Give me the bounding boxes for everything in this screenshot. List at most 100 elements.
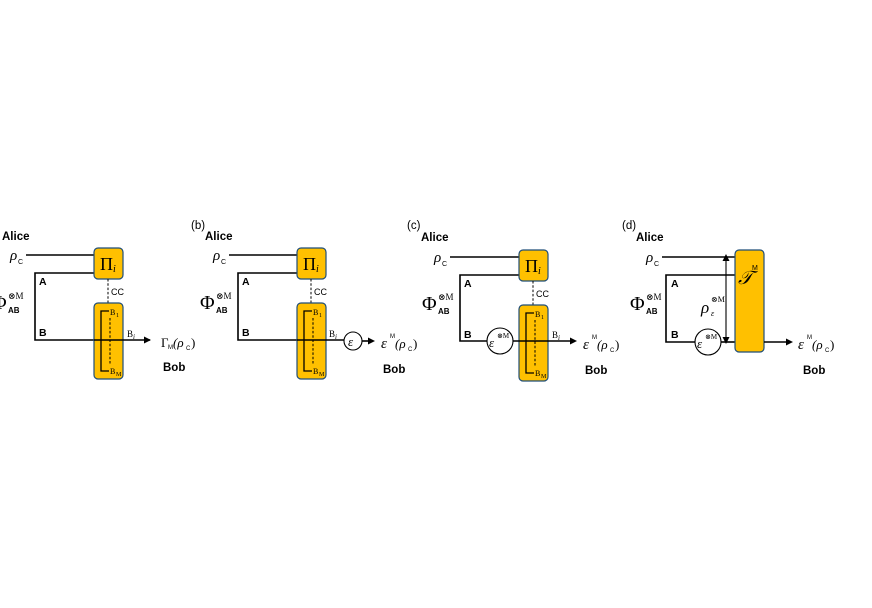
panel-b-bi-sub: i	[335, 333, 337, 341]
panel-b-output-arg-sub: C	[408, 347, 413, 353]
panel-a-port-a: A	[39, 276, 47, 288]
panel-d-channel-sup: ⊗M	[705, 333, 718, 341]
panel-b-bob-label: Bob	[383, 364, 405, 376]
panel-c-bracket	[525, 312, 534, 374]
panel-d-choi-arrow-up	[722, 254, 730, 261]
panel-b-bm: B	[313, 367, 318, 376]
panel-b-projector-symbol: Π	[303, 254, 316, 274]
panel-a-bracket	[100, 310, 109, 372]
panel-c-port-b: B	[464, 329, 472, 341]
panel-d-phi: Φ	[630, 293, 645, 315]
panel-d-epr-wire	[665, 274, 735, 343]
panel-d-alice-label: Alice	[636, 232, 664, 244]
panel-c-output: ε	[583, 337, 589, 353]
panel-b-rho: ρ	[212, 248, 220, 264]
panel-b-output: ε	[381, 336, 387, 352]
panel-b-cc-label: CC	[314, 287, 327, 297]
panel-d-teleport-box	[734, 249, 765, 353]
panel-a-bi-sub: i	[133, 333, 135, 341]
panel-c-phi-sup: ⊗M	[438, 292, 454, 302]
panel-c-output-close: )	[615, 337, 619, 352]
panel-d-output: ε	[798, 337, 804, 353]
panel-a-bm-sub: M	[116, 372, 122, 378]
panel-a-b1: B	[110, 308, 115, 317]
panel-c-bm: B	[535, 369, 540, 378]
panel-c-cc-label: CC	[536, 289, 549, 299]
panel-a-phi-sup: ⊗M	[8, 291, 24, 301]
panel-d-channel-symbol: ε	[697, 336, 703, 351]
panel-a-bm: B	[110, 367, 115, 376]
panel-c-b1-sub: 1	[541, 315, 544, 321]
panel-a-output: Γ	[161, 335, 169, 350]
panel-b-channel-symbol: ε	[348, 334, 354, 349]
panel-c-channel-sup: ⊗M	[497, 332, 510, 340]
panel-b-output-sup: M	[390, 334, 395, 340]
panel-d-bob-label: Bob	[803, 365, 825, 377]
panel-a-rho: ρ	[9, 248, 17, 264]
panel-b-phi-sup: ⊗M	[216, 291, 232, 301]
panel-d-rho: ρ	[645, 250, 653, 266]
panel-b-bm-sub: M	[319, 372, 325, 378]
panel-d-teleport-sup: M	[752, 265, 758, 272]
panel-b-port-a: A	[242, 276, 250, 288]
panel-d-label: (d)	[622, 220, 636, 232]
panel-c-phi: Φ	[422, 293, 437, 315]
panel-c-bi-sub: i	[558, 334, 560, 342]
panel-d-output-sup: M	[807, 335, 812, 341]
panel-b-output-close: )	[413, 336, 417, 351]
panel-d-output-arg-sub: C	[825, 348, 830, 354]
panel-b-arrow-head	[368, 337, 375, 345]
panel-b-output-arg: (ρ	[395, 336, 406, 351]
panel-c-arrow-head	[570, 337, 577, 345]
panel-a-cc-label: CC	[111, 287, 124, 297]
panel-a-b1-sub: 1	[116, 313, 119, 319]
panel-a-bob-label: Bob	[163, 362, 185, 374]
panel-c-output-arg-sub: C	[610, 348, 615, 354]
panel-c-phi-sub: AB	[438, 307, 450, 316]
panel-c-b1: B	[535, 310, 540, 319]
panel-d-choi: ρ	[700, 298, 709, 317]
panel-c-output-arg: (ρ	[597, 337, 608, 352]
panel-a-output-sub: M	[168, 345, 173, 351]
panel-c-projector-sub: i	[538, 266, 541, 277]
panel-d-choi-arrow-down	[722, 337, 730, 344]
panel-c-projector-symbol: Π	[525, 256, 538, 276]
panel-b-epr-wire	[237, 272, 297, 341]
panel-a-phi: Φ	[0, 292, 7, 314]
panel-b-alice-label: Alice	[205, 231, 233, 243]
panel-c-port-a: A	[464, 278, 472, 290]
panel-d: (d) Alice ρ C A B Φ ⊗M AB ρ ⊗M ε ε ⊗M 𝒯 …	[622, 220, 834, 377]
panel-d-output-close: )	[830, 337, 834, 352]
panel-a-projector-symbol: Π	[100, 254, 113, 274]
panel-b: (b) Alice ρ C A B Φ ⊗M AB Π i CC B 1 B M…	[191, 220, 417, 380]
panel-d-output-arg: (ρ	[812, 337, 823, 352]
panel-d-port-b: B	[671, 329, 679, 341]
panel-a-rho-sub: C	[18, 259, 23, 266]
panel-b-port-b: B	[242, 327, 250, 339]
panel-a-output-arg-sub: C	[186, 346, 191, 352]
panel-b-b1: B	[313, 308, 318, 317]
panel-a-output-arg: (ρ	[173, 335, 184, 350]
panel-c: (c) Alice ρ C A B Φ ⊗M AB ε ⊗M Π i CC B …	[407, 220, 619, 382]
panel-c-bm-sub: M	[541, 374, 547, 380]
panel-a-port-b: B	[39, 327, 47, 339]
panel-c-rho: ρ	[433, 250, 441, 266]
panel-b-phi-sub: AB	[216, 306, 228, 315]
panel-b-projector-sub: i	[316, 264, 319, 275]
panel-d-arrow-head	[786, 338, 793, 346]
panel-b-b1-sub: 1	[319, 313, 322, 319]
panel-c-bob-label: Bob	[585, 365, 607, 377]
panel-c-rho-sub: C	[442, 261, 447, 268]
panel-c-bi: B	[552, 330, 558, 340]
panel-a-alice-label: Alice	[2, 231, 30, 243]
panel-a-projector-sub: i	[113, 264, 116, 275]
panel-d-choi-sup: ⊗M	[711, 295, 725, 304]
panel-d-choi-sub: ε	[711, 309, 715, 318]
panel-c-alice-label: Alice	[421, 232, 449, 244]
panel-c-output-sup: M	[592, 335, 597, 341]
panel-d-port-a: A	[671, 278, 679, 290]
panel-c-epr-wire	[459, 274, 519, 342]
panel-b-label: (b)	[191, 220, 205, 232]
panel-a-output-close: )	[191, 335, 195, 350]
